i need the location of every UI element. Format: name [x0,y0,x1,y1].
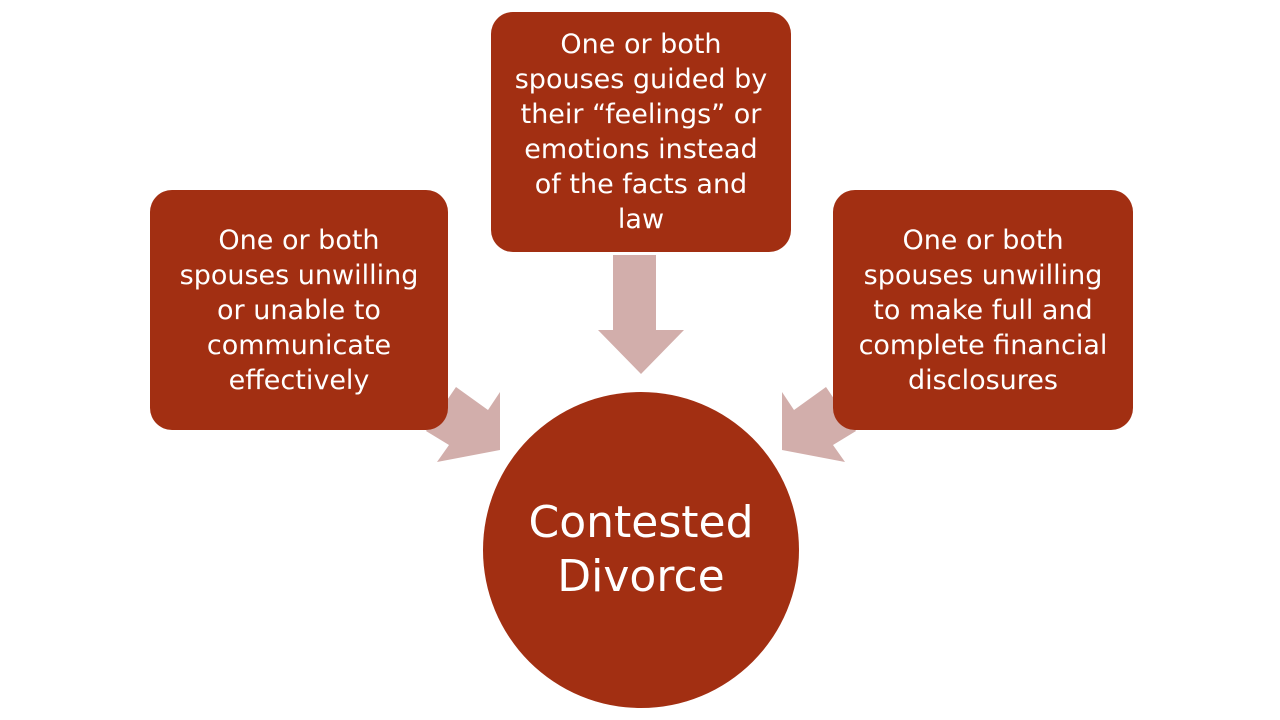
cause-label-communication: One or both spouses unwilling or unable … [179,224,419,396]
center-label: Contested Divorce [528,497,754,602]
center-circle: Contested Divorce [483,392,799,708]
cause-label-financial-disclosure: One or both spouses unwilling to make fu… [858,224,1108,396]
cause-box-communication: One or both spouses unwilling or unable … [150,190,448,430]
cause-label-feelings: One or both spouses guided by their “fee… [514,29,768,235]
arrow-top-to-center [598,255,684,374]
cause-box-feelings: One or both spouses guided by their “fee… [491,12,791,252]
cause-box-financial-disclosure: One or both spouses unwilling to make fu… [833,190,1133,430]
